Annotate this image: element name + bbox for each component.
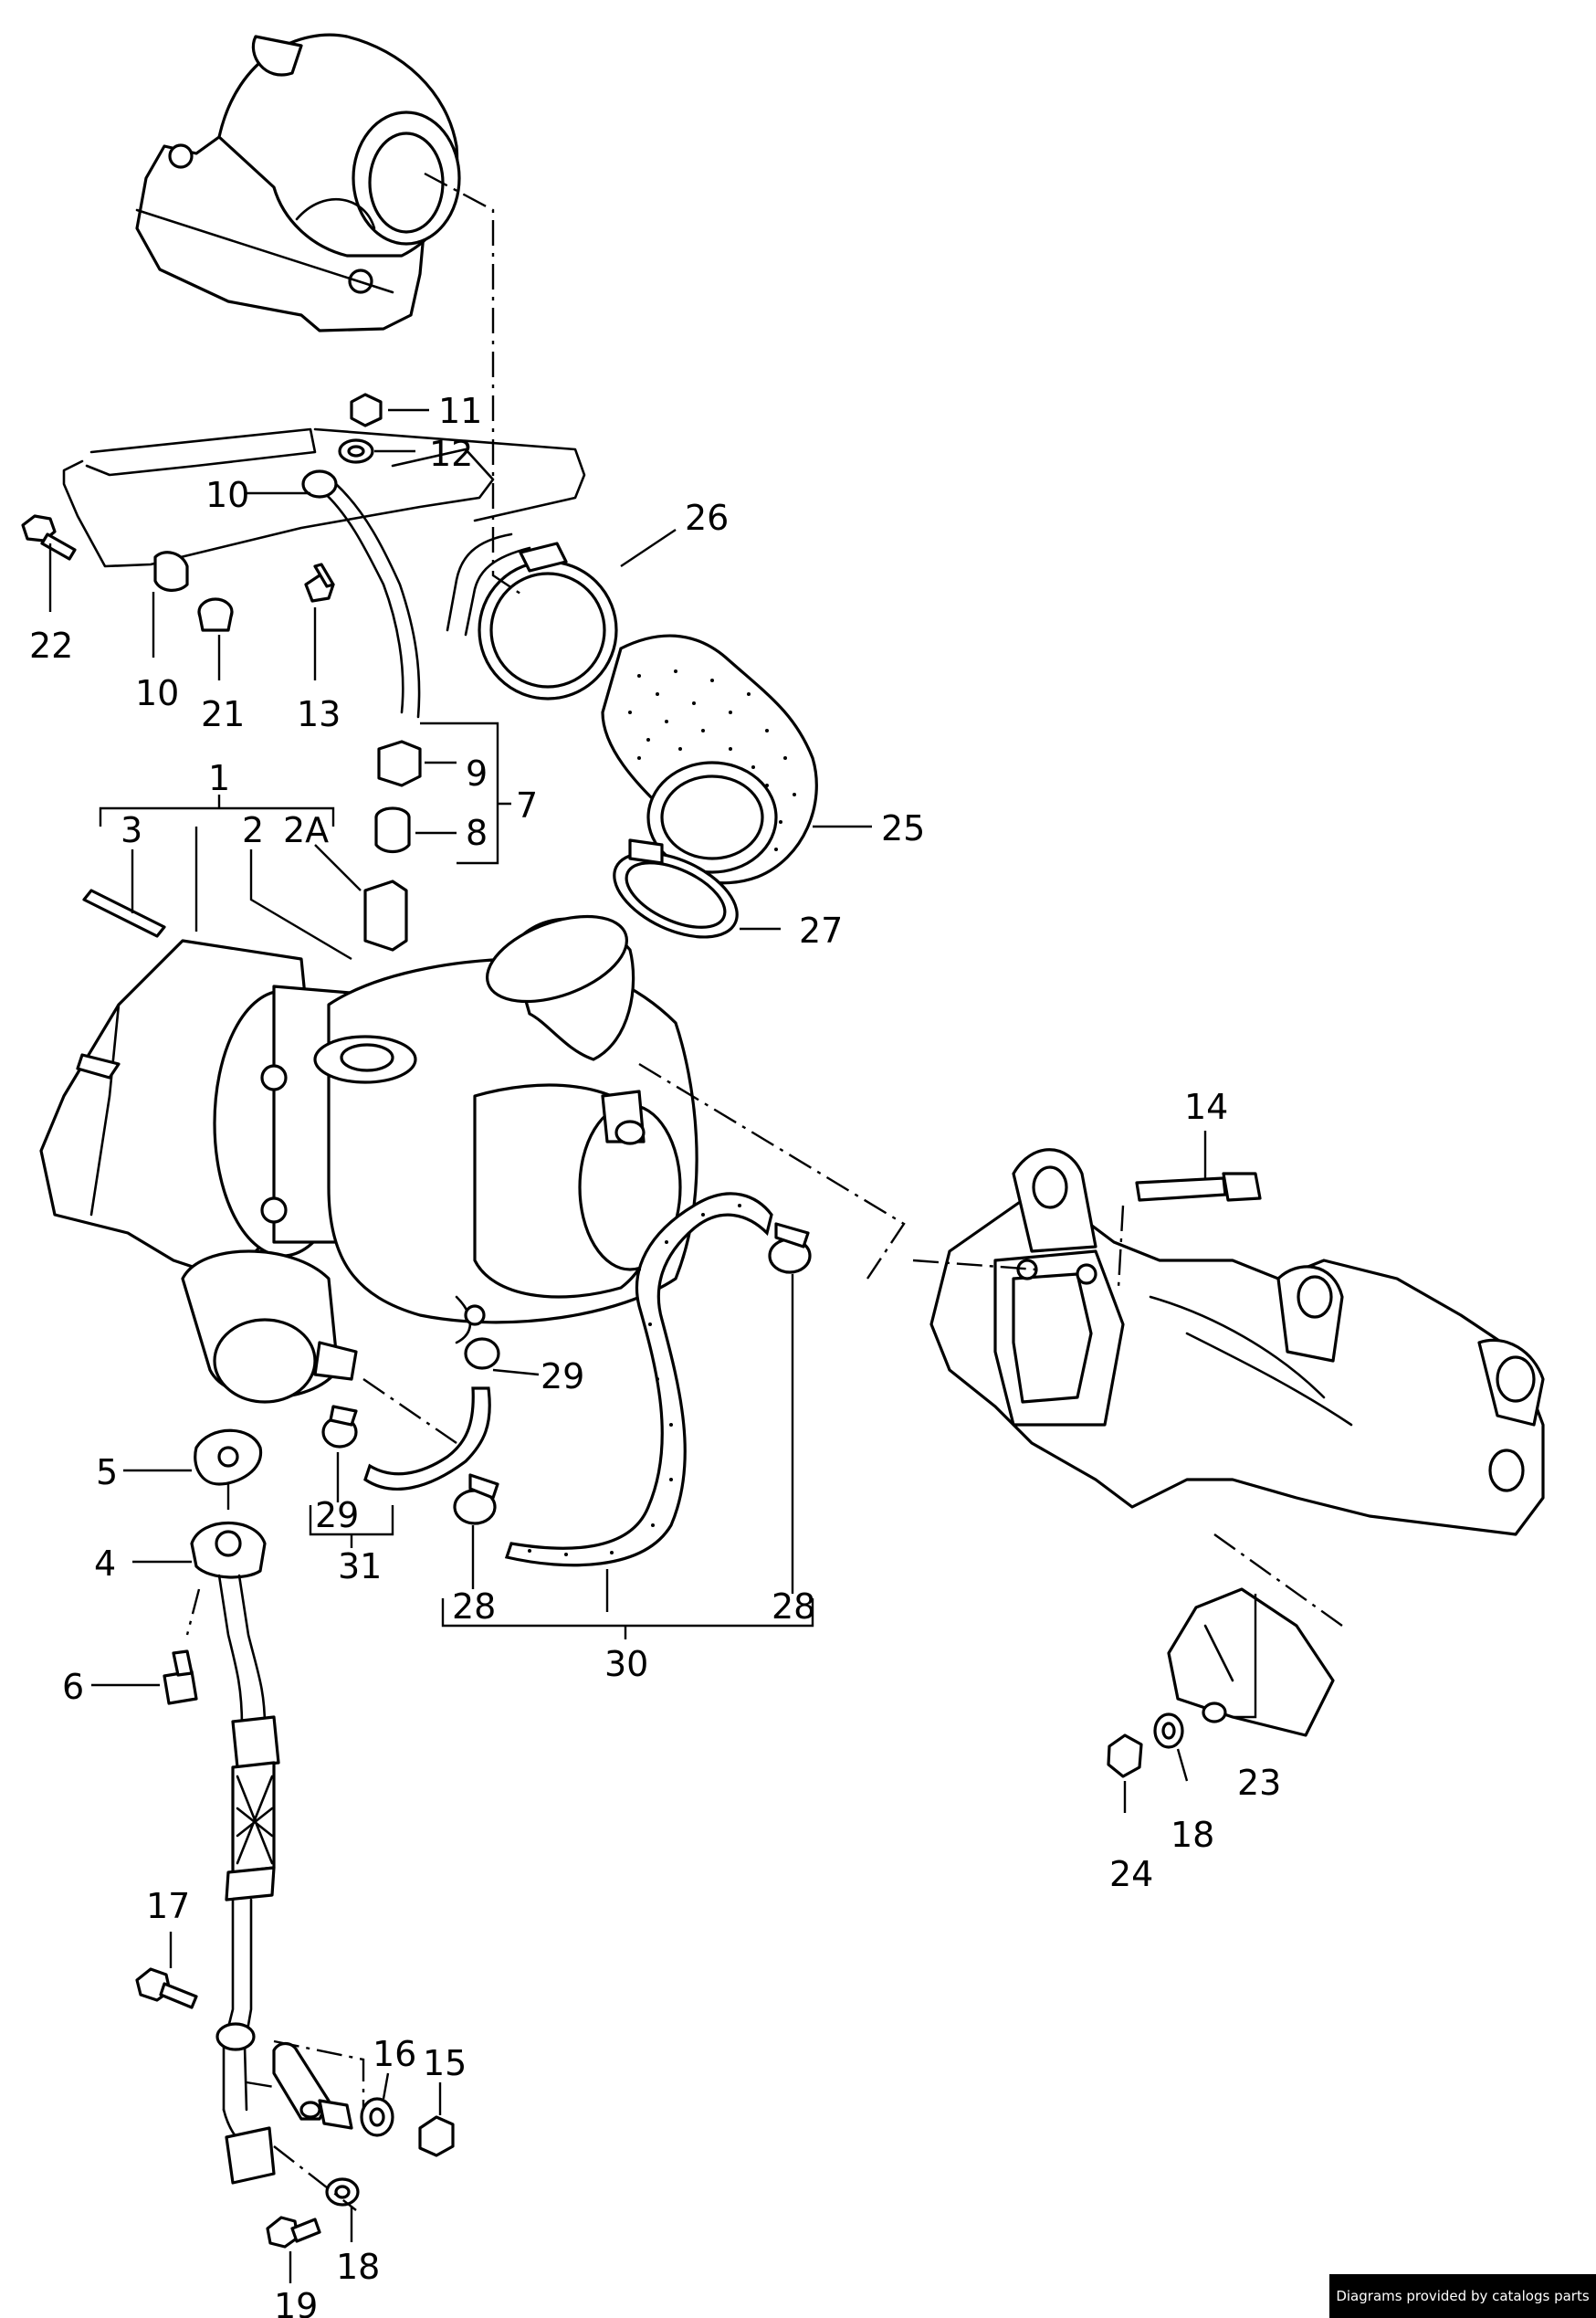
label-15: 15 xyxy=(423,2043,467,2083)
washer-12 xyxy=(338,438,374,464)
label-29-right: 29 xyxy=(541,1356,584,1396)
nut-15 xyxy=(418,2115,455,2157)
stud-3 xyxy=(82,889,166,938)
flange-4 xyxy=(190,1521,267,1579)
turbocharger-1 xyxy=(39,914,698,1404)
oil-feed-pipe-part xyxy=(62,427,586,719)
label-9: 9 xyxy=(466,753,488,794)
coolant-hose-30 xyxy=(504,1192,773,1567)
label-19: 19 xyxy=(274,2286,318,2318)
clamp-27 xyxy=(613,838,739,939)
bracket xyxy=(272,2041,353,2130)
bolt-22 xyxy=(21,514,77,561)
label-13: 13 xyxy=(297,694,341,734)
label-11: 11 xyxy=(438,391,482,431)
label-14: 14 xyxy=(1184,1087,1228,1127)
label-2: 2 xyxy=(242,810,264,850)
bolt-6 xyxy=(163,1649,198,1705)
gasket-5 xyxy=(194,1428,263,1486)
bolt-19 xyxy=(266,2216,321,2249)
label-16: 16 xyxy=(373,2034,416,2074)
sleeve-21 xyxy=(197,597,234,632)
seal-8 xyxy=(374,806,411,854)
charge-air-hose-25 xyxy=(601,634,818,885)
bolt-17 xyxy=(135,1967,198,2009)
clamp-29-left xyxy=(321,1405,358,1449)
label-18-lower: 18 xyxy=(336,2247,380,2287)
washer-16 xyxy=(360,2097,394,2137)
callout-labels: 11 12 10 26 22 10 21 13 9 7 8 25 27 1 3 … xyxy=(29,391,1281,2318)
clamp-28-right xyxy=(768,1222,812,1274)
heat-shield-23 xyxy=(1167,1587,1335,1737)
label-22: 22 xyxy=(29,626,73,666)
label-27: 27 xyxy=(799,911,843,951)
label-5: 5 xyxy=(96,1452,118,1492)
credit-banner: Diagrams provided by catalogs parts xyxy=(1329,2274,1596,2318)
label-10-lower: 10 xyxy=(135,673,179,713)
nut-24 xyxy=(1107,1733,1143,1778)
label-3: 3 xyxy=(121,810,142,850)
label-25: 25 xyxy=(881,808,925,848)
nut-11 xyxy=(350,393,383,427)
air-housing-part xyxy=(135,33,461,332)
label-21: 21 xyxy=(201,694,245,734)
label-10-upper: 10 xyxy=(205,475,249,515)
washer-18 xyxy=(1153,1712,1184,1749)
label-30: 30 xyxy=(604,1644,648,1684)
bolt-14 xyxy=(1135,1172,1262,1202)
exhaust-manifold xyxy=(929,1148,1545,1536)
label-31: 31 xyxy=(338,1546,382,1586)
label-24: 24 xyxy=(1109,1854,1153,1894)
oil-return-pipe xyxy=(215,1574,280,2185)
label-28-right: 28 xyxy=(772,1586,815,1627)
label-18-right: 18 xyxy=(1171,1815,1214,1855)
label-7: 7 xyxy=(516,785,538,826)
bolt-13 xyxy=(304,563,335,603)
coolant-hose-31 xyxy=(363,1386,491,1491)
label-4: 4 xyxy=(94,1544,116,1584)
leader-lines xyxy=(48,408,1257,2283)
assembly-lines xyxy=(185,172,1343,2211)
label-12: 12 xyxy=(429,434,473,474)
union-9 xyxy=(377,740,422,787)
label-17: 17 xyxy=(146,1886,190,1926)
label-6: 6 xyxy=(62,1667,84,1707)
clamp-26 xyxy=(478,542,618,701)
label-29-left: 29 xyxy=(315,1495,359,1535)
label-26: 26 xyxy=(685,498,729,538)
banjo-2a xyxy=(363,880,408,952)
washer-18-lower xyxy=(325,2177,360,2207)
label-2a: 2A xyxy=(283,810,329,850)
clamp-29-right xyxy=(464,1337,500,1370)
label-28-left: 28 xyxy=(452,1586,496,1627)
label-1: 1 xyxy=(208,758,230,798)
label-8: 8 xyxy=(466,813,488,853)
clamp-28-left xyxy=(453,1473,499,1525)
label-23: 23 xyxy=(1237,1763,1281,1803)
